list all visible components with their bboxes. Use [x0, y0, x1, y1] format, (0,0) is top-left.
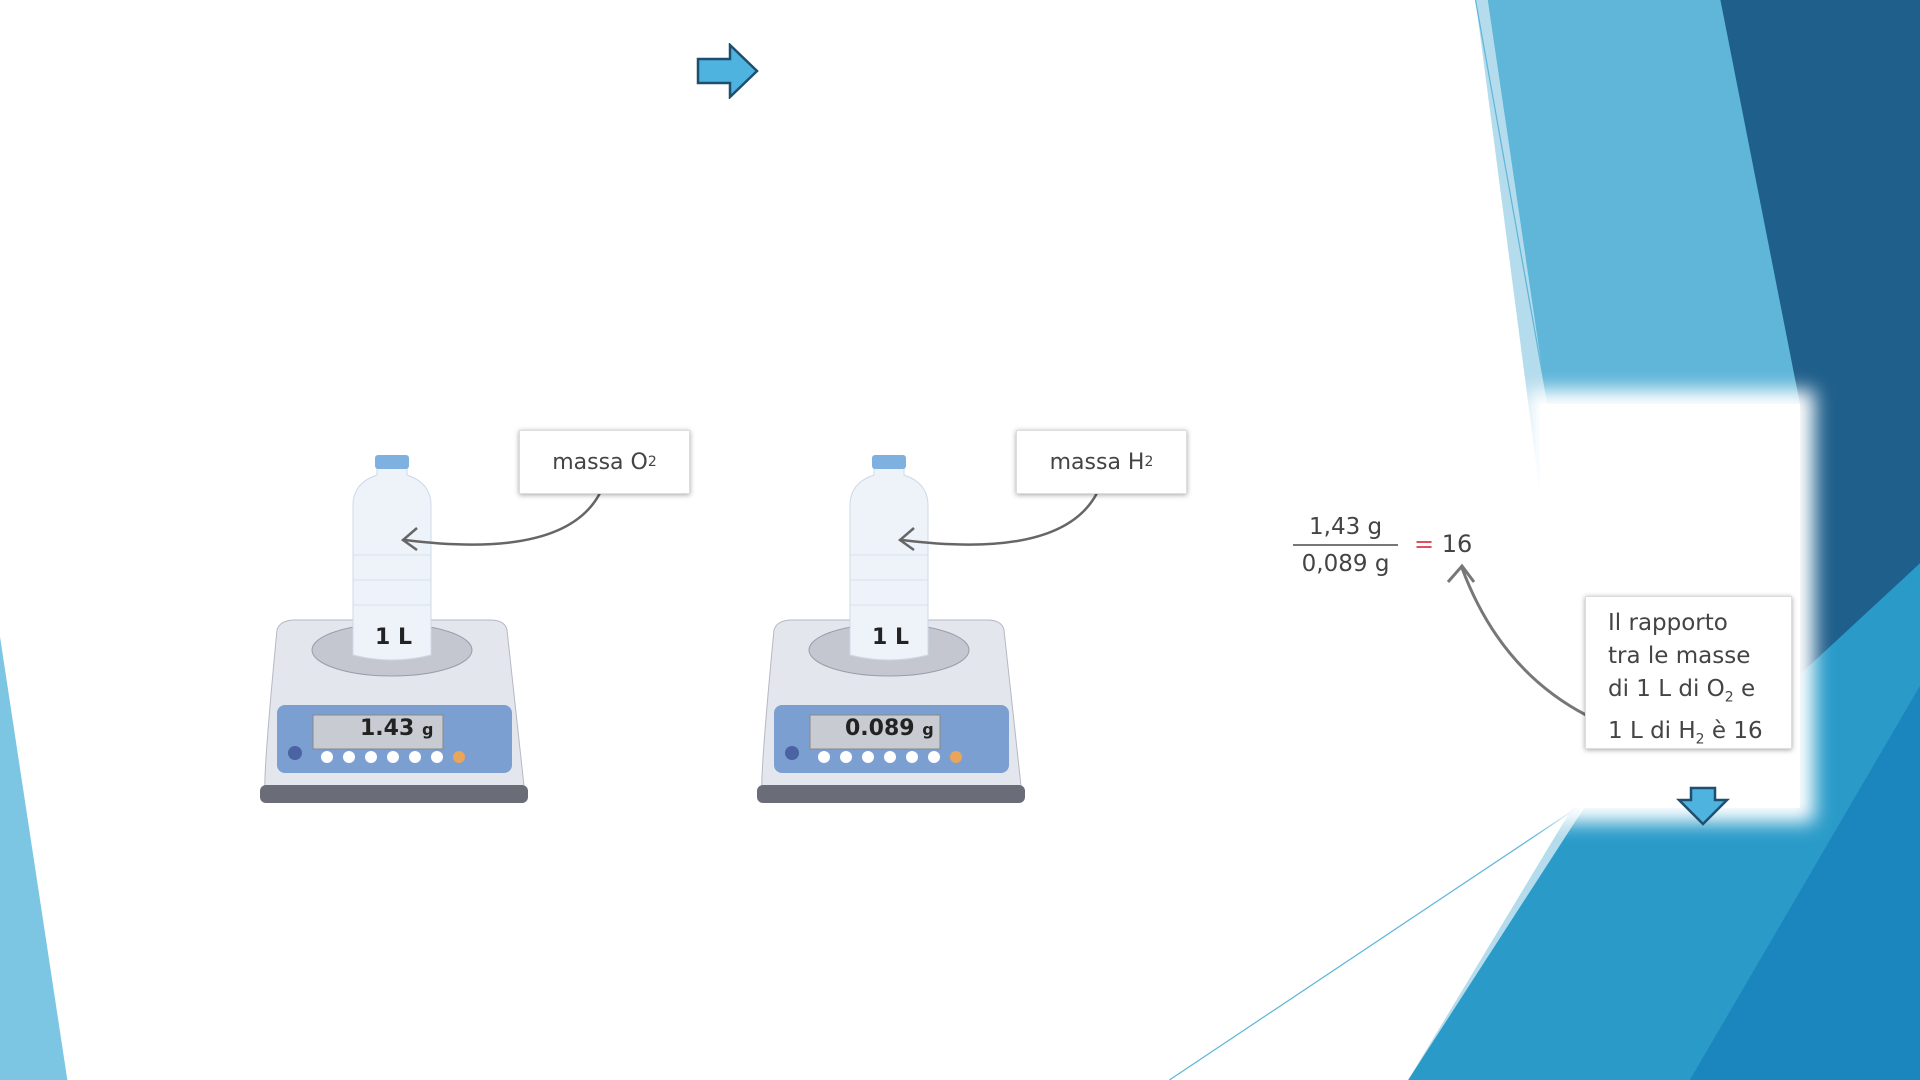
subscript: 2: [1724, 689, 1734, 706]
callout-line: tra le masse: [1608, 643, 1751, 669]
reading-value: 1.43: [360, 716, 415, 741]
callout-line: Il rapporto: [1608, 610, 1728, 636]
ratio-callout: Il rapporto tra le masse di 1 L di O2 e …: [1585, 596, 1792, 749]
mass-ratio-fraction: 1,43 g 0,089 g: [1293, 510, 1399, 582]
bottle-volume-label: 1 L: [872, 625, 909, 650]
curved-arrow-icon: [1446, 563, 1587, 717]
bottle-volume-label: 1 L: [375, 625, 412, 650]
bg-dark-shape: [1720, 0, 1920, 686]
reading-unit: g: [922, 720, 934, 739]
balance-with-bottle-illustration: [757, 455, 1025, 803]
text: e: [1733, 676, 1756, 702]
text: è 16: [1704, 717, 1763, 744]
text: di 1 L di O: [1608, 676, 1725, 702]
pointer-arrow-icon: [400, 492, 602, 552]
down-arrow-icon[interactable]: [1676, 786, 1730, 826]
result-value: 16: [1441, 530, 1473, 558]
bg-left-strip: [0, 636, 68, 1080]
subscript: 2: [1144, 454, 1154, 470]
denominator: 0,089 g: [1301, 551, 1390, 577]
bg-mid-shape-2: [1689, 685, 1920, 1080]
numerator: 1,43 g: [1293, 510, 1399, 546]
balance-with-bottle-illustration: [260, 455, 528, 803]
pointer-arrow-icon: [897, 492, 1099, 552]
scale-readout: 0.089 g: [845, 716, 934, 741]
callout-line: di 1 L di O2 e: [1608, 673, 1791, 715]
callout-line: 1 L di H2 è 16: [1608, 715, 1791, 757]
equals-sign: =: [1414, 530, 1435, 558]
bg-line: [1169, 801, 1587, 1080]
mass-label: massa O: [552, 449, 648, 475]
mass-label: massa H: [1049, 449, 1145, 475]
subscript: 2: [647, 454, 657, 470]
right-arrow-icon[interactable]: [696, 43, 760, 99]
scale-readout: 1.43 g: [360, 716, 433, 741]
reading-unit: g: [421, 720, 434, 739]
bg-line: [1474, 0, 1550, 411]
ratio-result: = 16: [1414, 530, 1472, 558]
reading-value: 0.089: [845, 716, 915, 741]
text: 1 L di H: [1608, 717, 1696, 744]
subscript: 2: [1695, 731, 1705, 748]
